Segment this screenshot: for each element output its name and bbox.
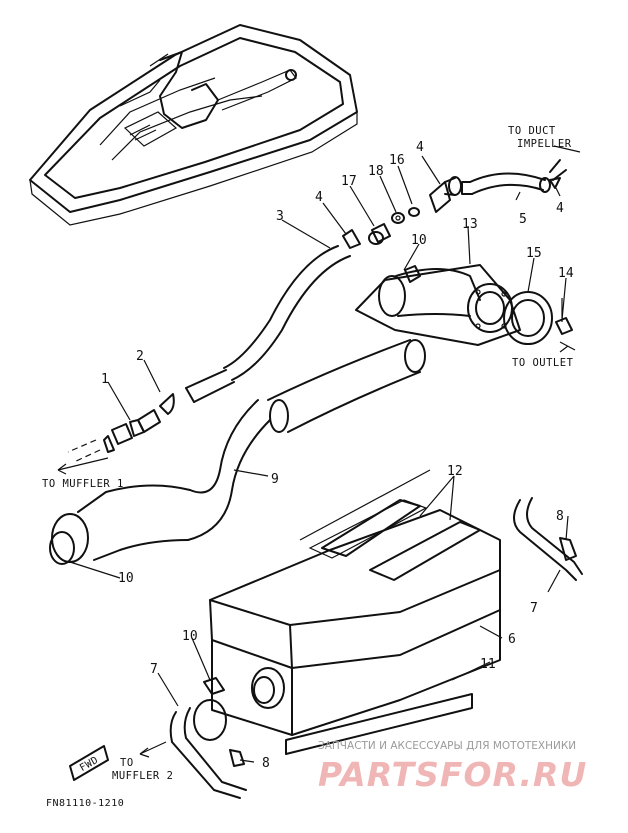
- callout-4-mid: 4: [416, 140, 424, 155]
- callout-10-top: 10: [411, 233, 427, 248]
- nipple-1-clamp-2: [67, 409, 161, 463]
- callout-4-left: 4: [315, 190, 323, 205]
- impeller-label: IMPELLER: [517, 138, 572, 150]
- muffler-6: [209, 469, 501, 736]
- callout-8-right: 8: [556, 509, 564, 524]
- diagram-code: FN81110-1210: [46, 798, 124, 809]
- callout-11: 11: [480, 657, 496, 672]
- damper-11: [285, 693, 473, 755]
- destination-arrows: [57, 145, 581, 758]
- callout-8-left: 8: [262, 756, 270, 771]
- callout-3: 3: [276, 209, 284, 224]
- callout-9: 9: [271, 472, 279, 487]
- callout-18: 18: [368, 164, 384, 179]
- watermark-tagline: ЗАПЧАСТИ И АКСЕССУАРЫ ДЛЯ МОТОТЕХНИКИ: [318, 740, 576, 752]
- callout-2: 2: [136, 349, 144, 364]
- fittings-16-17-18: [342, 176, 462, 249]
- callout-13: 13: [462, 217, 478, 232]
- band-7-left: [169, 677, 247, 799]
- callout-numbers: 1 2 3 4 4 4 5 6 7 7 8 8 9 10 10 10 11 12…: [101, 140, 574, 771]
- callout-7-left: 7: [150, 662, 158, 677]
- callout-7-right: 7: [530, 601, 538, 616]
- watermark: ЗАПЧАСТИ И АКСЕССУАРЫ ДЛЯ МОТОТЕХНИКИ PA…: [318, 740, 587, 794]
- callout-12: 12: [447, 464, 463, 479]
- exhaust-hose-9: [49, 339, 426, 565]
- damper-12: [308, 499, 428, 559]
- to-label: TO: [120, 757, 134, 769]
- muffler-2-label: MUFFLER 2: [112, 770, 173, 782]
- to-duct-label: TO DUCT: [508, 125, 556, 137]
- to-outlet-label: TO OUTLET: [512, 357, 574, 369]
- exhaust-pipe-13: [355, 264, 521, 346]
- destination-labels: TO DUCT IMPELLER TO OUTLET TO MUFFLER 1 …: [42, 125, 574, 782]
- callout-4-right: 4: [556, 201, 564, 216]
- band-7-right: [513, 497, 583, 581]
- callout-15: 15: [526, 246, 542, 261]
- water-hose-3: [159, 245, 351, 415]
- callout-14: 14: [558, 266, 574, 281]
- callout-17: 17: [341, 174, 357, 189]
- forward-arrow-icon: FWD: [69, 745, 109, 781]
- watermark-logo: PARTSFOR.RU: [318, 755, 587, 794]
- callout-10-bottom: 10: [182, 629, 198, 644]
- outlet-hose-5: [461, 159, 567, 195]
- callout-1: 1: [101, 372, 109, 387]
- callout-10-mid: 10: [118, 571, 134, 586]
- leader-lines: [69, 155, 569, 763]
- to-muffler-1-label: TO MUFFLER 1: [42, 478, 124, 490]
- callout-16: 16: [389, 153, 405, 168]
- watercraft-illustration: [29, 24, 358, 226]
- callout-5: 5: [519, 212, 527, 227]
- callout-6: 6: [508, 632, 516, 647]
